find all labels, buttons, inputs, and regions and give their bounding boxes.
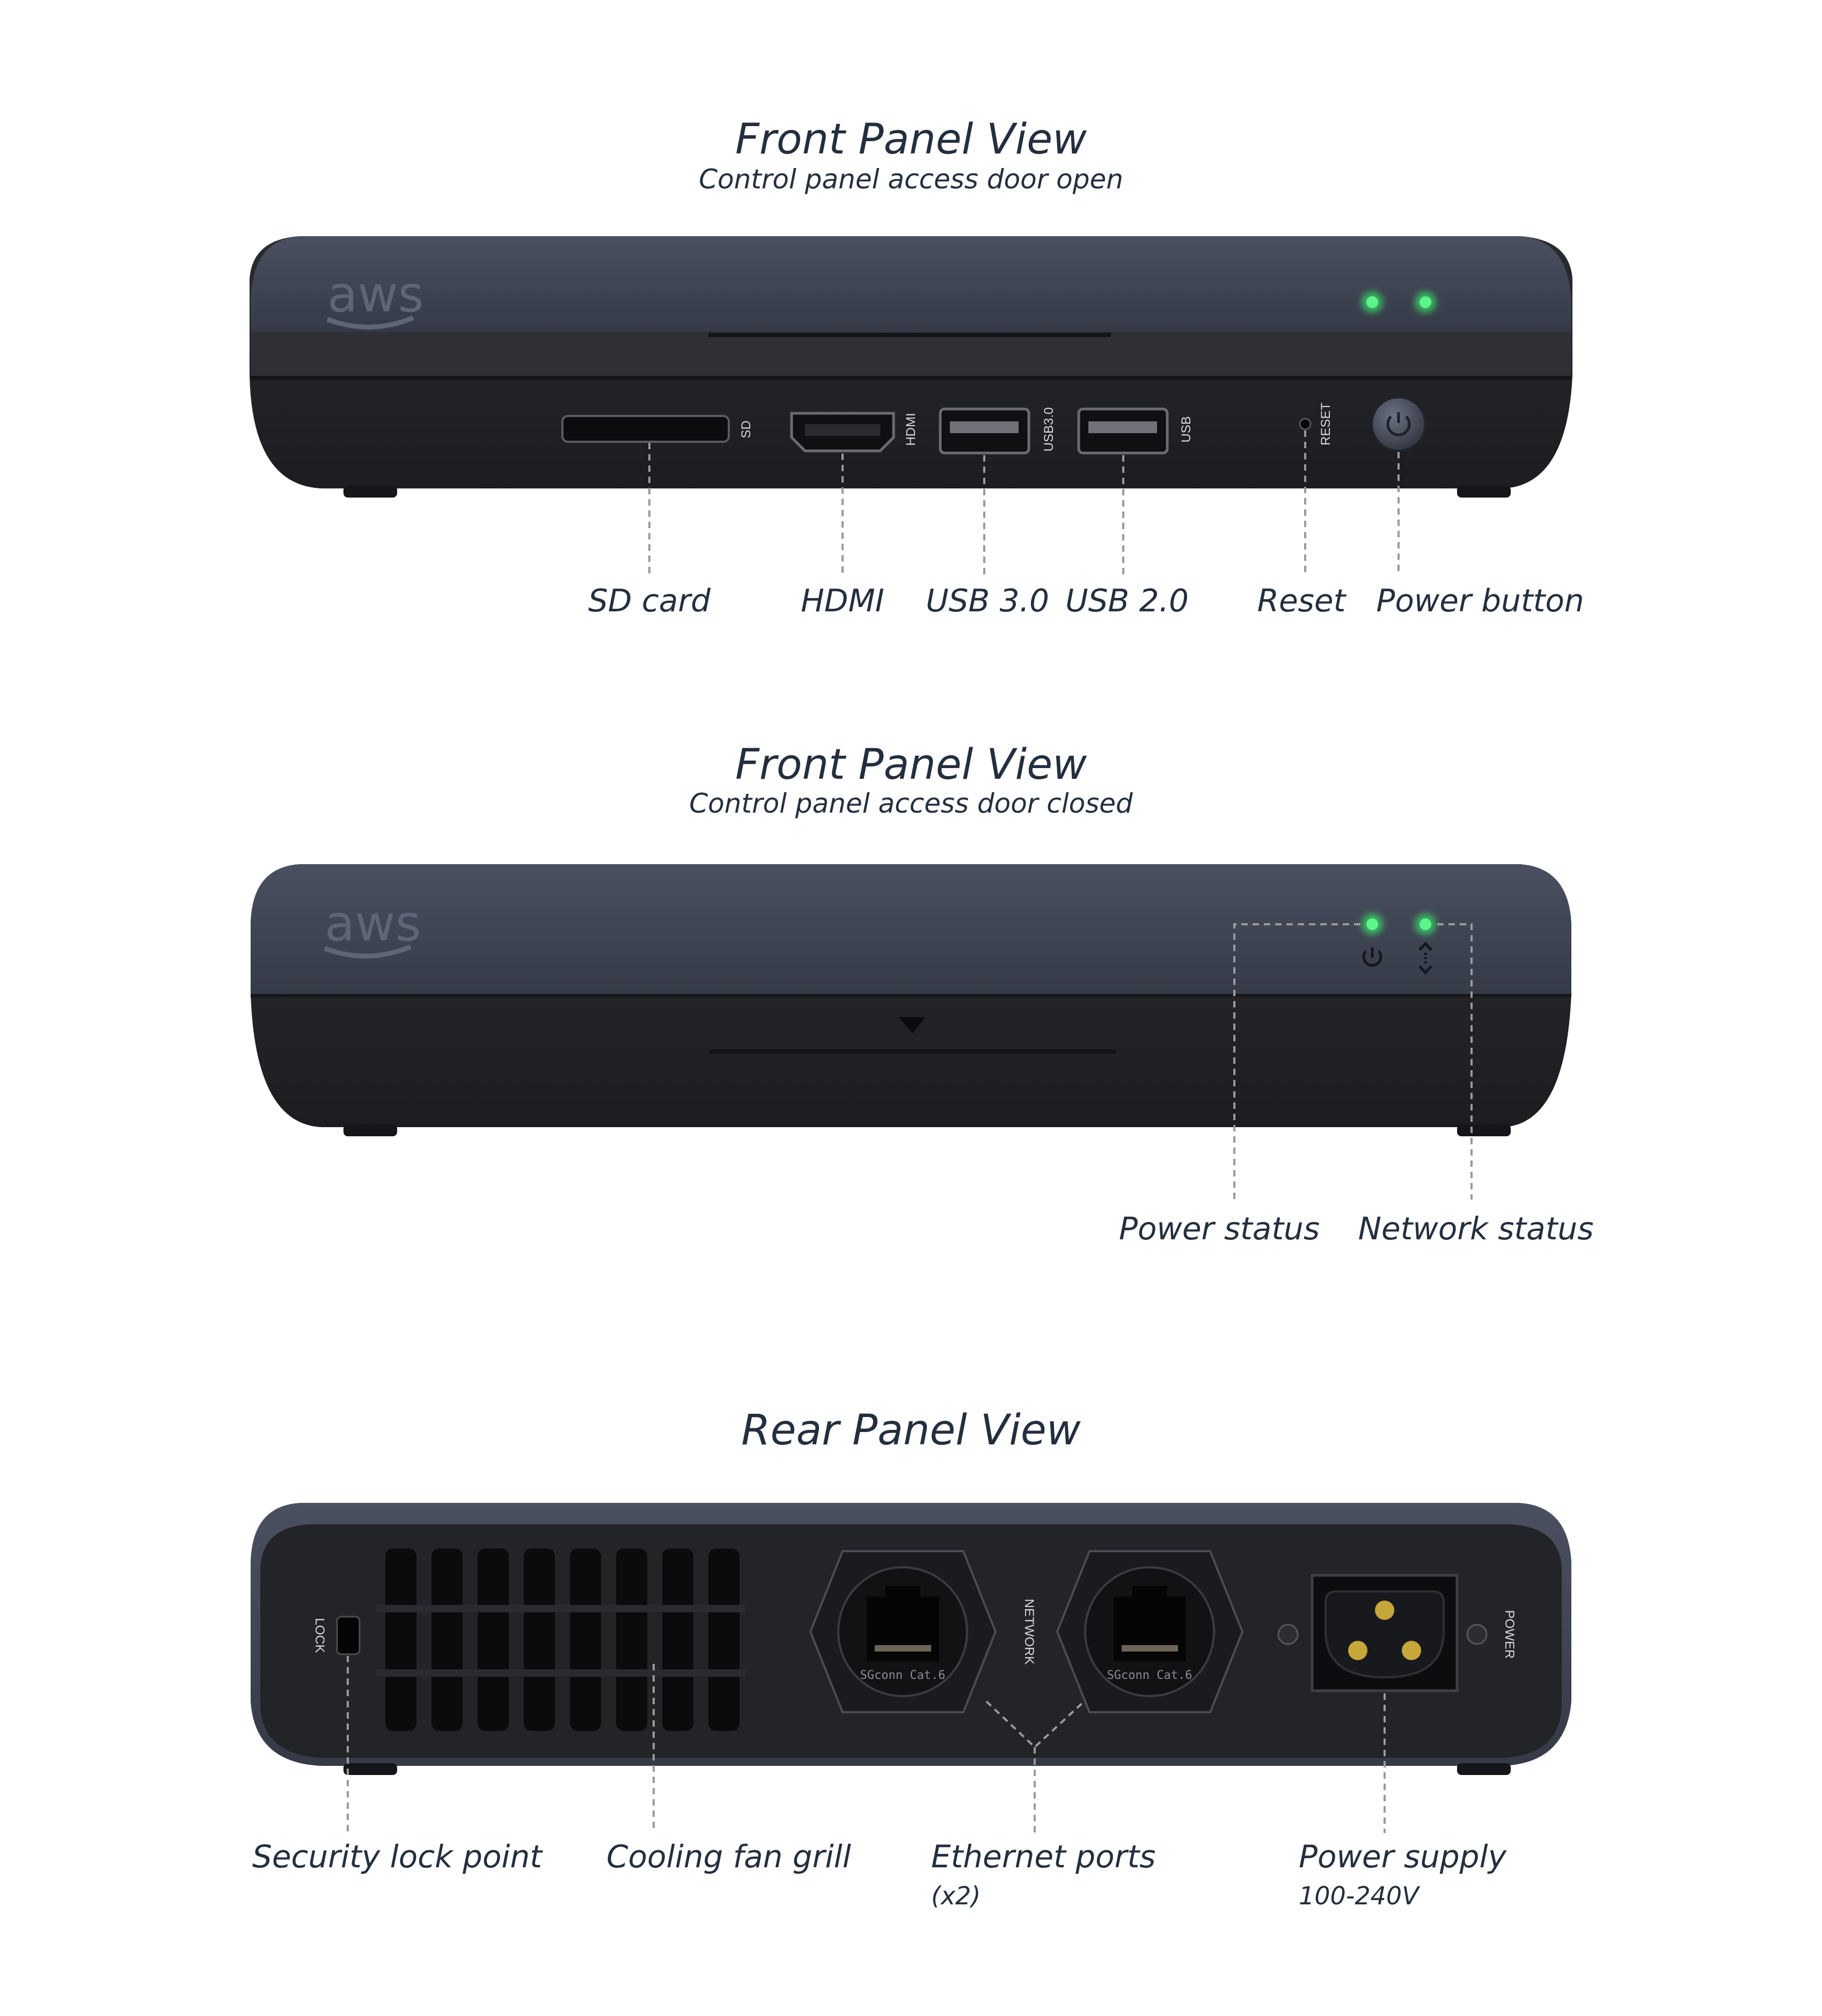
lock-mark: LOCK <box>312 1618 327 1653</box>
label-usb2: USB 2.0 <box>1065 582 1189 619</box>
screw-icon <box>1466 1624 1488 1645</box>
usb2-mark: USB <box>1179 416 1194 442</box>
jack-mark: SGconn Cat.6 <box>1107 1669 1192 1682</box>
front-closed-subtitle: Control panel access door closed <box>689 788 1133 819</box>
label-ethernet: Ethernet ports <box>931 1838 1156 1875</box>
ethernet-port-1[interactable]: SGconn Cat.6 <box>809 1550 997 1713</box>
power-button[interactable] <box>1371 396 1426 452</box>
sd-slot[interactable] <box>561 415 730 443</box>
power-icon <box>1386 415 1411 436</box>
front-open-device: aws SD HDMI USB3.0 USB RESET <box>250 236 1572 574</box>
sd-mark: SD <box>739 420 753 438</box>
rear-device: LOCK SGconn Cat.6 NETWORK <box>251 1503 1571 1833</box>
label-sd-card: SD card <box>588 582 711 619</box>
network-led <box>1419 296 1431 308</box>
power-inlet[interactable] <box>1311 1574 1459 1692</box>
ethernet-port-2[interactable]: SGconn Cat.6 <box>1056 1550 1244 1713</box>
label-usb3: USB 3.0 <box>926 582 1049 619</box>
front-open-subtitle: Control panel access door open <box>699 164 1123 195</box>
power-led <box>1366 296 1378 308</box>
screw-icon <box>1277 1624 1299 1645</box>
label-power-supply: Power supply <box>1299 1838 1506 1875</box>
jack-mark: SGconn Cat.6 <box>860 1669 946 1682</box>
reset-pinhole[interactable] <box>1299 418 1312 430</box>
rear-title: Rear Panel View <box>741 1406 1081 1455</box>
aws-logo: aws <box>327 266 424 323</box>
front-open-title: Front Panel View <box>735 115 1087 164</box>
security-lock-slot[interactable] <box>336 1616 361 1655</box>
aws-logo: aws <box>325 895 421 952</box>
power-mark: POWER <box>1502 1610 1517 1659</box>
network-status-icon <box>1418 941 1432 975</box>
label-cooling-fan: Cooling fan grill <box>606 1838 851 1875</box>
network-status-led <box>1419 918 1431 930</box>
label-reset: Reset <box>1257 582 1346 619</box>
network-mark: NETWORK <box>1022 1599 1036 1665</box>
label-power-status: Power status <box>1118 1210 1320 1247</box>
power-status-icon <box>1362 947 1382 967</box>
label-hdmi: HDMI <box>801 582 884 619</box>
reset-mark: RESET <box>1319 403 1333 445</box>
cooling-fan-grill <box>376 1548 746 1731</box>
front-closed-title: Front Panel View <box>735 741 1087 789</box>
usb3-mark: USB3.0 <box>1042 407 1056 452</box>
label-ethernet-count: (x2) <box>931 1881 981 1910</box>
label-power-button: Power button <box>1376 582 1584 619</box>
hdmi-mark: HDMI <box>904 413 918 445</box>
door-latch[interactable] <box>899 1017 926 1033</box>
label-security-lock: Security lock point <box>252 1838 543 1875</box>
front-closed-device: aws <box>251 864 1571 1200</box>
label-network-status: Network status <box>1358 1210 1594 1247</box>
label-power-range: 100-240V <box>1299 1881 1419 1910</box>
power-status-led <box>1366 918 1378 930</box>
